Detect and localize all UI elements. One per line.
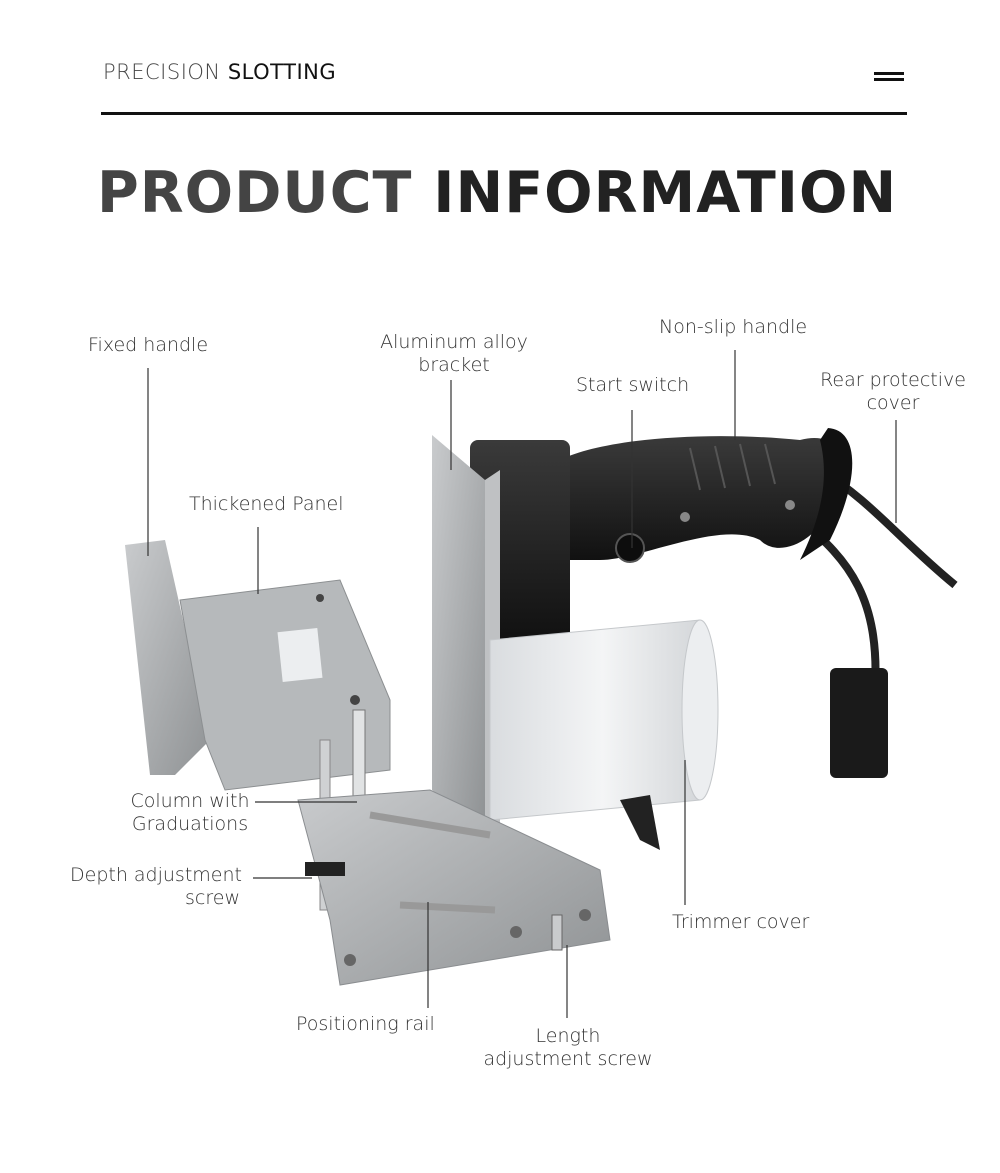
label-rear-line1: Rear protective [820,369,966,391]
brand-title-bold: SLOTTING [227,60,337,84]
brand-title: PRECISION SLOTTING [103,60,336,84]
fixed-handle-panel [125,540,391,791]
header-divider [101,112,907,115]
start-switch-button [615,533,645,563]
label-trimmer-cover: Trimmer cover [672,911,810,933]
label-aluminum-line2: bracket [418,354,490,376]
label-start-switch: Start switch [576,374,690,396]
leader-lines [147,350,897,1018]
label-length-screw: Length adjustment screw [480,1025,656,1071]
label-positioning-rail: Positioning rail [296,1013,435,1035]
label-fixed-handle: Fixed handle [88,334,209,356]
label-non-slip-handle: Non-slip handle [659,316,808,338]
plug [830,668,888,778]
label-depth-screw: Depth adjustment screw [70,864,242,910]
length-screw [551,914,563,951]
label-rear-line2: cover [866,392,920,414]
label-thickened-panel: Thickened Panel [189,493,344,515]
label-rear-cover: Rear protective cover [818,369,968,415]
label-column-line1: Column with [130,790,250,812]
trimmer-cover [489,619,719,850]
label-aluminum-bracket: Aluminum alloy bracket [378,331,530,377]
label-depth-line2: screw [185,887,240,909]
label-length-line1: Length [535,1025,601,1047]
label-length-line2: adjustment screw [483,1048,653,1070]
label-depth-line1: Depth adjustment [70,864,242,886]
hamburger-menu-icon[interactable] [874,72,904,84]
label-aluminum-line1: Aluminum alloy [380,331,528,353]
depth-screw [305,862,345,876]
menu-bar [874,72,904,75]
label-column-line2: Graduations [131,813,249,835]
aluminum-bracket [432,435,485,830]
menu-bar [874,78,904,81]
label-column-graduations: Column with Graduations [128,790,252,836]
non-slip-handle [560,428,853,560]
page-title-part2: INFORMATION [433,160,898,226]
base-plate [297,789,611,986]
page-title: PRODUCT INFORMATION [97,160,897,226]
page-title-part1: PRODUCT [97,160,413,226]
brand-title-light: PRECISION [103,60,221,84]
